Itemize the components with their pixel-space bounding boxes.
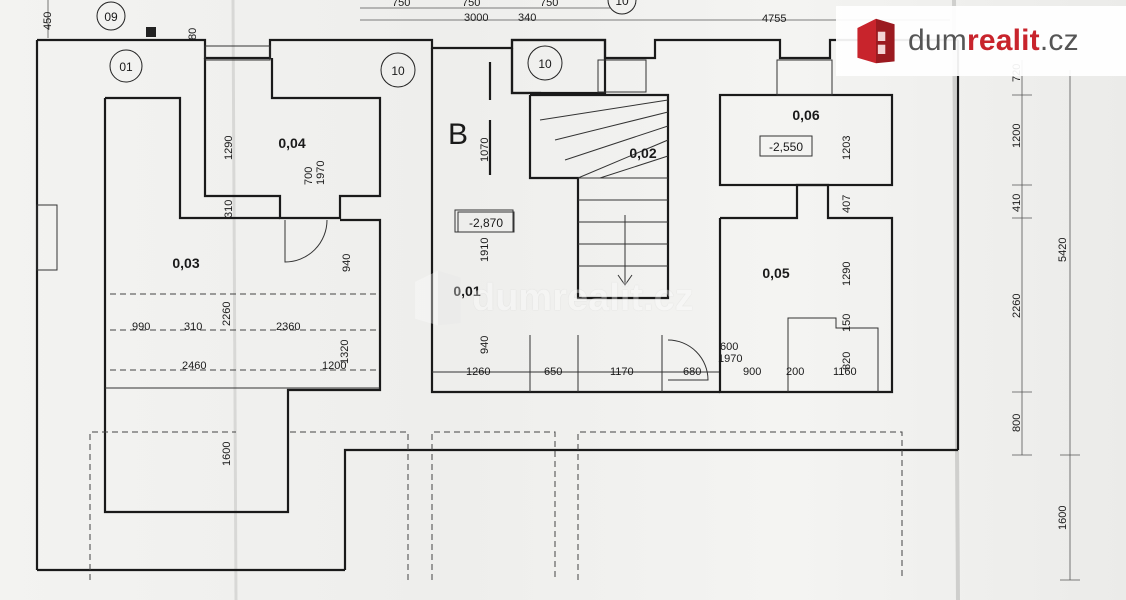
- dim-407: 407: [841, 195, 853, 213]
- paper-fold: [231, 0, 238, 600]
- dim-1320: 1320: [339, 340, 351, 364]
- dim-top-750-c: 750: [540, 0, 558, 9]
- brand-accent: realit: [966, 24, 1040, 57]
- level-mark-room06: -2,550: [769, 140, 803, 154]
- dim-900: 900: [743, 366, 761, 378]
- dim-1910: 1910: [479, 238, 491, 262]
- right-dimension-rail: [1012, 60, 1080, 581]
- room-label-0-04: 0,04: [278, 135, 305, 151]
- dim-1160: 1160: [833, 366, 857, 378]
- room-0-05-walls: [667, 183, 894, 394]
- dim-310: 310: [223, 200, 235, 218]
- dim-top-4755: 4755: [762, 13, 786, 25]
- dim-rail-1200: 1200: [1011, 124, 1023, 148]
- dim-top-750-b: 750: [462, 0, 480, 9]
- dim-940-corridor: 940: [479, 336, 491, 354]
- room-0-04-walls: [203, 45, 382, 220]
- dim-rail-5420: 5420: [1057, 238, 1069, 262]
- dim-940: 940: [341, 254, 353, 272]
- dim-600: 600: [720, 341, 738, 353]
- dim-680: 680: [683, 366, 701, 378]
- room-label-0-01: 0,01: [453, 283, 480, 299]
- dim-top-80: 80: [187, 28, 199, 40]
- dim-1290: 1290: [223, 136, 235, 160]
- dim-top-450: 450: [42, 12, 54, 30]
- tag-10-a: 10: [391, 64, 405, 78]
- dim-820: 820: [841, 352, 853, 370]
- tag-circles: [96, 0, 637, 88]
- dim-top-3000: 3000: [464, 12, 488, 24]
- dim-2360: 2360: [276, 321, 300, 333]
- dim-1200: 1200: [322, 360, 346, 372]
- dim-top-340: 340: [518, 12, 536, 24]
- dim-700: 700: [303, 167, 315, 185]
- dim-1600-left: 1600: [221, 442, 233, 466]
- tag-09: 09: [104, 10, 118, 24]
- brand-main: dum: [908, 24, 967, 57]
- outer-walls: [35, 38, 960, 572]
- paper-fold: [952, 0, 960, 600]
- dim-310-b: 310: [184, 321, 202, 333]
- brand-logo[interactable]: dumrealit.cz: [836, 6, 1126, 76]
- room-label-0-05: 0,05: [762, 265, 789, 281]
- dim-rail-2260: 2260: [1011, 294, 1023, 318]
- dim-rail-1600: 1600: [1057, 506, 1069, 530]
- dim-1203: 1203: [841, 136, 853, 160]
- top-dimension-lines: [47, 0, 950, 38]
- tag-10-b: 10: [538, 57, 552, 71]
- level-mark-corridor: -2,870: [469, 216, 503, 230]
- dim-1170: 1170: [610, 366, 634, 378]
- dim-rail-410: 410: [1011, 194, 1023, 212]
- dim-1290-b: 1290: [841, 262, 853, 286]
- dim-1070: 1070: [479, 138, 491, 162]
- house-logo-icon: [857, 18, 895, 64]
- level-box: [759, 135, 813, 157]
- dim-150: 150: [841, 314, 853, 332]
- exterior-outlines: [89, 431, 903, 580]
- room-label-0-02: 0,02: [629, 145, 656, 161]
- section-mark: B: [448, 118, 468, 151]
- dim-1970: 1970: [315, 161, 327, 185]
- brand-name: dumrealit.cz: [908, 24, 1079, 58]
- room-0-03-walls: [103, 96, 382, 514]
- tag-10-c: 10: [615, 0, 629, 8]
- dim-200: 200: [786, 366, 804, 378]
- brand-tld: .cz: [1039, 24, 1079, 57]
- dim-1260: 1260: [466, 366, 490, 378]
- room-label-0-06: 0,06: [792, 107, 819, 123]
- room-label-0-03: 0,03: [172, 255, 199, 271]
- dim-1970-b: 1970: [718, 353, 742, 365]
- level-box: [457, 211, 515, 233]
- room-0-02-stairs: [510, 38, 670, 300]
- dim-top-750-a: 750: [392, 0, 410, 9]
- tag-01: 01: [119, 60, 133, 74]
- dim-650: 650: [544, 366, 562, 378]
- dim-2260: 2260: [221, 302, 233, 326]
- dim-990: 990: [132, 321, 150, 333]
- dim-rail-800: 800: [1011, 414, 1023, 432]
- dim-2460: 2460: [182, 360, 206, 372]
